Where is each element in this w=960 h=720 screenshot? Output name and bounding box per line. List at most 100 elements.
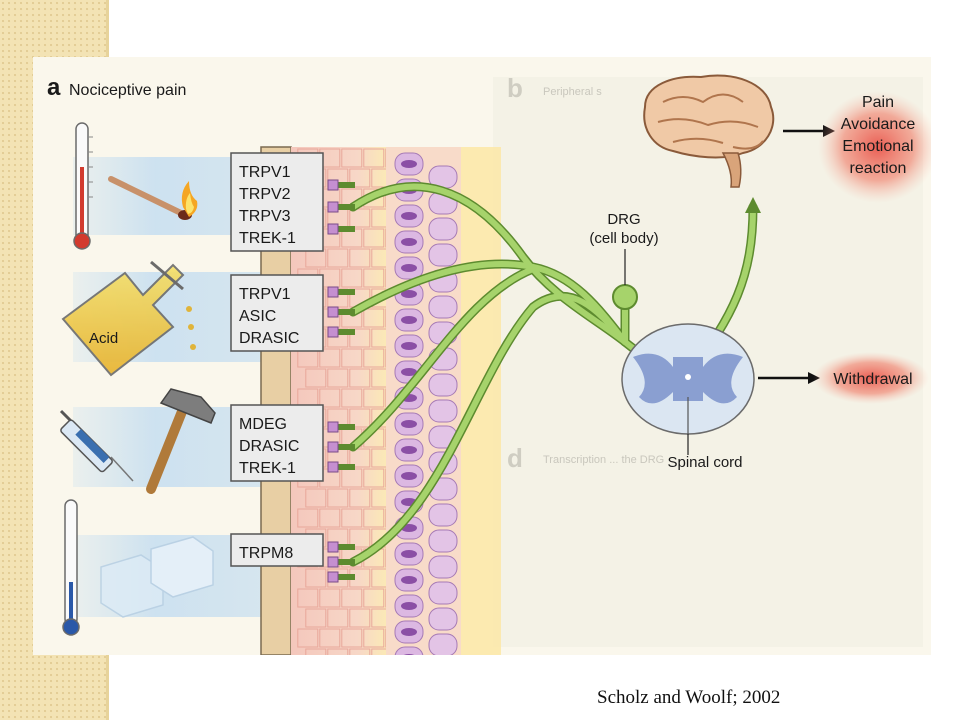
skin-cell bbox=[327, 488, 349, 508]
skin-cell bbox=[349, 408, 371, 428]
cell-nucleus bbox=[401, 290, 417, 298]
skin-cell bbox=[319, 388, 341, 408]
cell-nucleus bbox=[401, 316, 417, 324]
skin-cell bbox=[327, 248, 349, 268]
receptor-box-4: TRPM8 bbox=[230, 533, 324, 567]
receptor-channel bbox=[327, 541, 339, 553]
spinal-cord-label: Spinal cord bbox=[667, 454, 742, 471]
cell-nucleus bbox=[401, 342, 417, 350]
burning-match-icon bbox=[108, 176, 198, 220]
skin-cell bbox=[341, 388, 363, 408]
ice-cubes-icon bbox=[100, 536, 214, 618]
figure-nociceptive-pain: a Nociceptive pain b Peripheral s d Tran… bbox=[33, 57, 931, 655]
skin-cell bbox=[341, 268, 363, 288]
receptor-name: DRASIC bbox=[239, 438, 299, 455]
skin-cell bbox=[349, 208, 371, 228]
cell-nucleus bbox=[401, 368, 417, 376]
drg-sublabel: (cell body) bbox=[589, 230, 658, 247]
skin-cell bbox=[363, 508, 385, 528]
purple-cell bbox=[428, 243, 458, 267]
purple-cell bbox=[428, 633, 458, 655]
cell-nucleus bbox=[401, 264, 417, 272]
faded-panel-b-title: Peripheral s bbox=[543, 86, 602, 98]
skin-cell bbox=[363, 148, 385, 168]
receptor-channel bbox=[327, 461, 339, 473]
thermometer-hot-icon bbox=[73, 122, 93, 250]
receptor-box-frame bbox=[230, 274, 324, 352]
skin-cell bbox=[341, 588, 363, 608]
cell-nucleus bbox=[401, 160, 417, 168]
faded-panel-d-text: Transcription ... the DRG bbox=[543, 454, 664, 466]
withdrawal-glow bbox=[813, 352, 929, 404]
citation: Scholz and Woolf; 2002 bbox=[597, 687, 781, 708]
cell-nucleus bbox=[401, 446, 417, 454]
syringe-icon bbox=[59, 409, 134, 482]
cell-nucleus bbox=[401, 212, 417, 220]
receptor-channel bbox=[327, 556, 339, 568]
receptor-channel bbox=[327, 223, 339, 235]
receptor-name: TREK-1 bbox=[239, 460, 296, 477]
purple-cell bbox=[428, 581, 458, 605]
purple-cell bbox=[428, 373, 458, 397]
skin-cell bbox=[319, 348, 341, 368]
skin-cell bbox=[327, 648, 349, 655]
cell-nucleus bbox=[401, 550, 417, 558]
purple-cell bbox=[428, 295, 458, 319]
panel-title: Nociceptive pain bbox=[69, 82, 186, 99]
cell-nucleus bbox=[401, 576, 417, 584]
skin-cell bbox=[363, 628, 385, 648]
drg-cell-body bbox=[612, 284, 638, 310]
receptor-channel bbox=[327, 421, 339, 433]
outcome-reaction: reaction bbox=[850, 160, 907, 177]
skin-cell bbox=[363, 468, 385, 488]
spinal-cord-cross-section bbox=[621, 323, 755, 435]
skin-cell bbox=[349, 448, 371, 468]
receptor-name: ASIC bbox=[239, 308, 276, 325]
thermometer-cold-icon bbox=[62, 499, 80, 636]
purple-cell bbox=[428, 607, 458, 631]
skin-cell bbox=[349, 528, 371, 548]
skin-cell bbox=[297, 588, 319, 608]
skin-cell bbox=[327, 368, 349, 388]
outcome-pain: Pain bbox=[862, 94, 894, 111]
panel-letter: a bbox=[47, 74, 61, 101]
purple-cell bbox=[428, 399, 458, 423]
faded-panel-letter-d: d bbox=[507, 443, 523, 473]
cell-nucleus bbox=[401, 628, 417, 636]
cell-nucleus bbox=[401, 420, 417, 428]
receptor-name: TRPV1 bbox=[239, 164, 291, 181]
skin-cell bbox=[363, 228, 385, 248]
receptor-box-frame bbox=[230, 404, 324, 482]
hammer-icon bbox=[146, 388, 216, 494]
receptor-name: MDEG bbox=[239, 416, 287, 433]
outcome-withdrawal: Withdrawal bbox=[833, 371, 912, 388]
purple-cell bbox=[428, 217, 458, 241]
purple-cell bbox=[428, 555, 458, 579]
skin-cell bbox=[297, 508, 319, 528]
cell-nucleus bbox=[401, 238, 417, 246]
skin-cell bbox=[349, 648, 371, 655]
receptor-channel bbox=[327, 571, 339, 583]
skin-cell bbox=[341, 508, 363, 528]
purple-cell bbox=[394, 646, 424, 655]
skin-cell bbox=[363, 388, 385, 408]
skin-cell bbox=[305, 648, 327, 655]
skin-cell bbox=[297, 628, 319, 648]
skin-cell bbox=[305, 368, 327, 388]
skin-cell bbox=[319, 588, 341, 608]
skin-cell bbox=[319, 508, 341, 528]
purple-cell bbox=[428, 503, 458, 527]
skin-cell bbox=[371, 648, 393, 655]
skin-cell bbox=[349, 608, 371, 628]
receptor-name: DRASIC bbox=[239, 330, 299, 347]
cell-nucleus bbox=[401, 472, 417, 480]
receptor-box-frame bbox=[230, 533, 324, 567]
receptor-name: TRPV1 bbox=[239, 286, 291, 303]
receptor-channel bbox=[327, 179, 339, 191]
receptor-channel bbox=[327, 441, 339, 453]
receptor-box-frame bbox=[230, 152, 324, 252]
receptor-channel bbox=[327, 201, 339, 213]
purple-cell bbox=[428, 529, 458, 553]
